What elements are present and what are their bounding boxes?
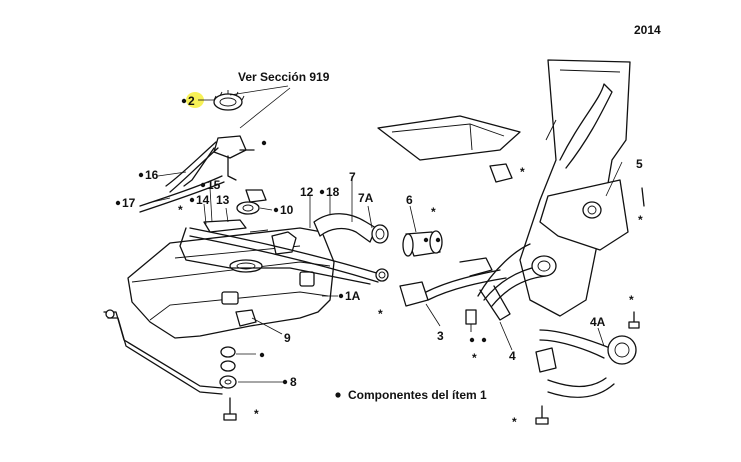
callout-8[interactable]: 8 <box>290 375 297 389</box>
callout-7a[interactable]: 7A <box>358 191 374 205</box>
asterisk: * <box>254 407 259 421</box>
bolt-4a-lower[interactable] <box>535 405 549 425</box>
filler-bracket-5[interactable] <box>539 179 629 251</box>
asterisk: * <box>638 213 643 227</box>
callout-3[interactable]: 3 <box>437 329 444 343</box>
legend-text: Componentes del ítem 1 <box>348 388 487 402</box>
clamp-ring[interactable] <box>375 268 389 282</box>
section-reference[interactable]: Ver Sección 919 <box>238 70 330 84</box>
callout-2[interactable]: 2 <box>188 94 195 108</box>
asterisk-markers: * * * * * * * * * <box>178 165 643 429</box>
clamp-7a[interactable] <box>371 224 389 244</box>
hose-16[interactable] <box>165 141 219 193</box>
callout-5[interactable]: 5 <box>636 157 643 171</box>
asterisk: * <box>431 205 436 219</box>
seal-13[interactable] <box>203 219 247 233</box>
callout-18[interactable]: 18 <box>326 185 340 199</box>
asterisk: * <box>378 307 383 321</box>
callout-1a[interactable]: 1A <box>345 289 361 303</box>
filler-neck-4a[interactable] <box>535 329 637 398</box>
asterisk: * <box>520 165 525 179</box>
callout-10[interactable]: 10 <box>280 203 294 217</box>
callout-17[interactable]: 17 <box>122 196 136 210</box>
callout-4[interactable]: 4 <box>509 349 516 363</box>
filler-hose-18[interactable] <box>313 213 377 243</box>
callout-12[interactable]: 12 <box>300 185 314 199</box>
bolt-4a-upper[interactable] <box>628 311 640 329</box>
hose-6[interactable] <box>402 230 443 257</box>
bolt[interactable] <box>223 397 237 421</box>
asterisk: * <box>629 293 634 307</box>
retainer-15[interactable] <box>245 189 267 203</box>
callout-13[interactable]: 13 <box>216 193 230 207</box>
highlight-marker <box>186 92 204 108</box>
legend: Componentes del ítem 1 <box>335 388 487 402</box>
bracket-clip[interactable] <box>489 163 513 183</box>
washers-8[interactable] <box>219 346 237 389</box>
callout-4a[interactable]: 4A <box>590 315 606 329</box>
asterisk: * <box>178 203 183 217</box>
bolt-5[interactable] <box>641 187 645 207</box>
callout-16[interactable]: 16 <box>145 168 159 182</box>
callout-15[interactable]: 15 <box>207 178 221 192</box>
filler-neck-4[interactable] <box>477 243 557 321</box>
asterisk: * <box>512 415 517 429</box>
callout-14[interactable]: 14 <box>196 193 210 207</box>
callout-6[interactable]: 6 <box>406 193 413 207</box>
body-panel <box>377 59 631 317</box>
callout-labels: 2 16 17 15 14 13 10 12 18 7 7A 6 5 1A 9 … <box>115 94 643 389</box>
callout-7[interactable]: 7 <box>349 170 356 184</box>
callout-9[interactable]: 9 <box>284 331 291 345</box>
legend-bullet <box>335 392 341 398</box>
drain-valve[interactable] <box>465 309 477 332</box>
fuel-tank[interactable] <box>127 227 335 339</box>
leader-lines <box>147 85 623 383</box>
asterisk: * <box>472 351 477 365</box>
year-label: 2014 <box>634 23 661 37</box>
gasket-10[interactable] <box>236 201 260 215</box>
vapor-hose-12[interactable] <box>179 227 381 285</box>
bracket-9[interactable] <box>235 309 257 327</box>
callout-dot-sender <box>261 140 267 146</box>
lock-ring-2[interactable] <box>213 90 245 111</box>
callout-dot-washers <box>259 352 265 358</box>
filler-pipe-3[interactable] <box>399 257 507 307</box>
